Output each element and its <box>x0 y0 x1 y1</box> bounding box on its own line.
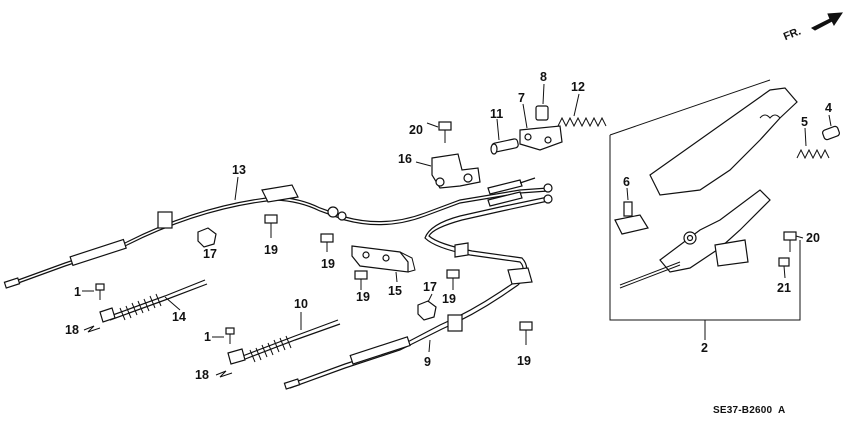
bolt-19-b <box>320 233 334 252</box>
callout-15: 15 <box>388 284 402 298</box>
callout-labels: 13 1 1 18 18 14 17 17 19 19 19 19 19 15 … <box>65 70 832 382</box>
drawing-code-suffix: A <box>778 405 785 416</box>
part-10-cable-assembly <box>227 319 341 365</box>
part-12-spring <box>557 116 607 128</box>
cable-9 <box>283 191 553 390</box>
part-15-bracket <box>351 245 416 273</box>
leader-lines <box>82 83 832 353</box>
front-direction-label: FR. <box>782 25 803 43</box>
part-7-equalizer <box>519 125 563 151</box>
bolt-19-d <box>446 269 460 290</box>
clip-18-a <box>83 325 101 333</box>
bolt-20-upper <box>438 121 452 143</box>
callout-13: 13 <box>232 163 246 177</box>
callout-16: 16 <box>398 152 412 166</box>
nut-17-a <box>197 227 217 248</box>
part-6-switch <box>614 201 649 235</box>
callout-5: 5 <box>801 115 808 129</box>
pin-1-a <box>95 283 105 300</box>
callout-12: 12 <box>571 80 585 94</box>
callout-1-middle: 1 <box>204 330 211 344</box>
drawing-code: SE37-B2600 A <box>713 405 785 416</box>
callout-17-left: 17 <box>203 247 217 261</box>
callout-14: 14 <box>172 310 186 324</box>
part-11-pin <box>490 138 519 155</box>
callout-4: 4 <box>825 101 832 115</box>
part-8-cap <box>535 105 549 121</box>
callout-9: 9 <box>424 355 431 369</box>
part-16-bracket <box>431 153 481 189</box>
callout-19-c: 19 <box>356 290 370 304</box>
parking-brake-lever <box>609 79 801 321</box>
part-5-spring <box>796 148 830 160</box>
cable-13 <box>3 177 553 289</box>
callout-8: 8 <box>540 70 547 84</box>
bolt-19-a <box>264 214 278 238</box>
part-14-cable-assembly <box>99 279 208 323</box>
callout-10: 10 <box>294 297 308 311</box>
fasteners <box>83 121 797 378</box>
bolt-19-e <box>519 321 533 345</box>
front-arrow-icon <box>811 12 843 31</box>
nut-21 <box>778 257 790 267</box>
callout-19-e: 19 <box>517 354 531 368</box>
callout-19-d: 19 <box>442 292 456 306</box>
drawing-code-text: SE37-B2600 <box>713 405 772 416</box>
bolt-20-lever <box>783 231 797 252</box>
callout-7: 7 <box>518 91 525 105</box>
nut-17-b <box>417 300 437 321</box>
callout-18-upper: 18 <box>65 323 79 337</box>
front-direction-indicator: FR. <box>782 12 843 43</box>
bolt-19-c <box>354 270 368 290</box>
callout-20-upper: 20 <box>409 123 423 137</box>
clip-18-b <box>215 370 233 378</box>
callout-6: 6 <box>623 175 630 189</box>
pin-1-b <box>225 327 235 344</box>
callout-1-left: 1 <box>74 285 81 299</box>
callout-11: 11 <box>490 107 503 121</box>
callout-19-a: 19 <box>264 243 278 257</box>
callout-17-right: 17 <box>423 280 437 294</box>
callout-18-lower: 18 <box>195 368 209 382</box>
callout-20-lever: 20 <box>806 231 820 245</box>
callout-19-b: 19 <box>321 257 335 271</box>
callout-21: 21 <box>777 281 791 295</box>
part-4-release-button <box>822 125 840 141</box>
callout-2: 2 <box>701 341 708 355</box>
